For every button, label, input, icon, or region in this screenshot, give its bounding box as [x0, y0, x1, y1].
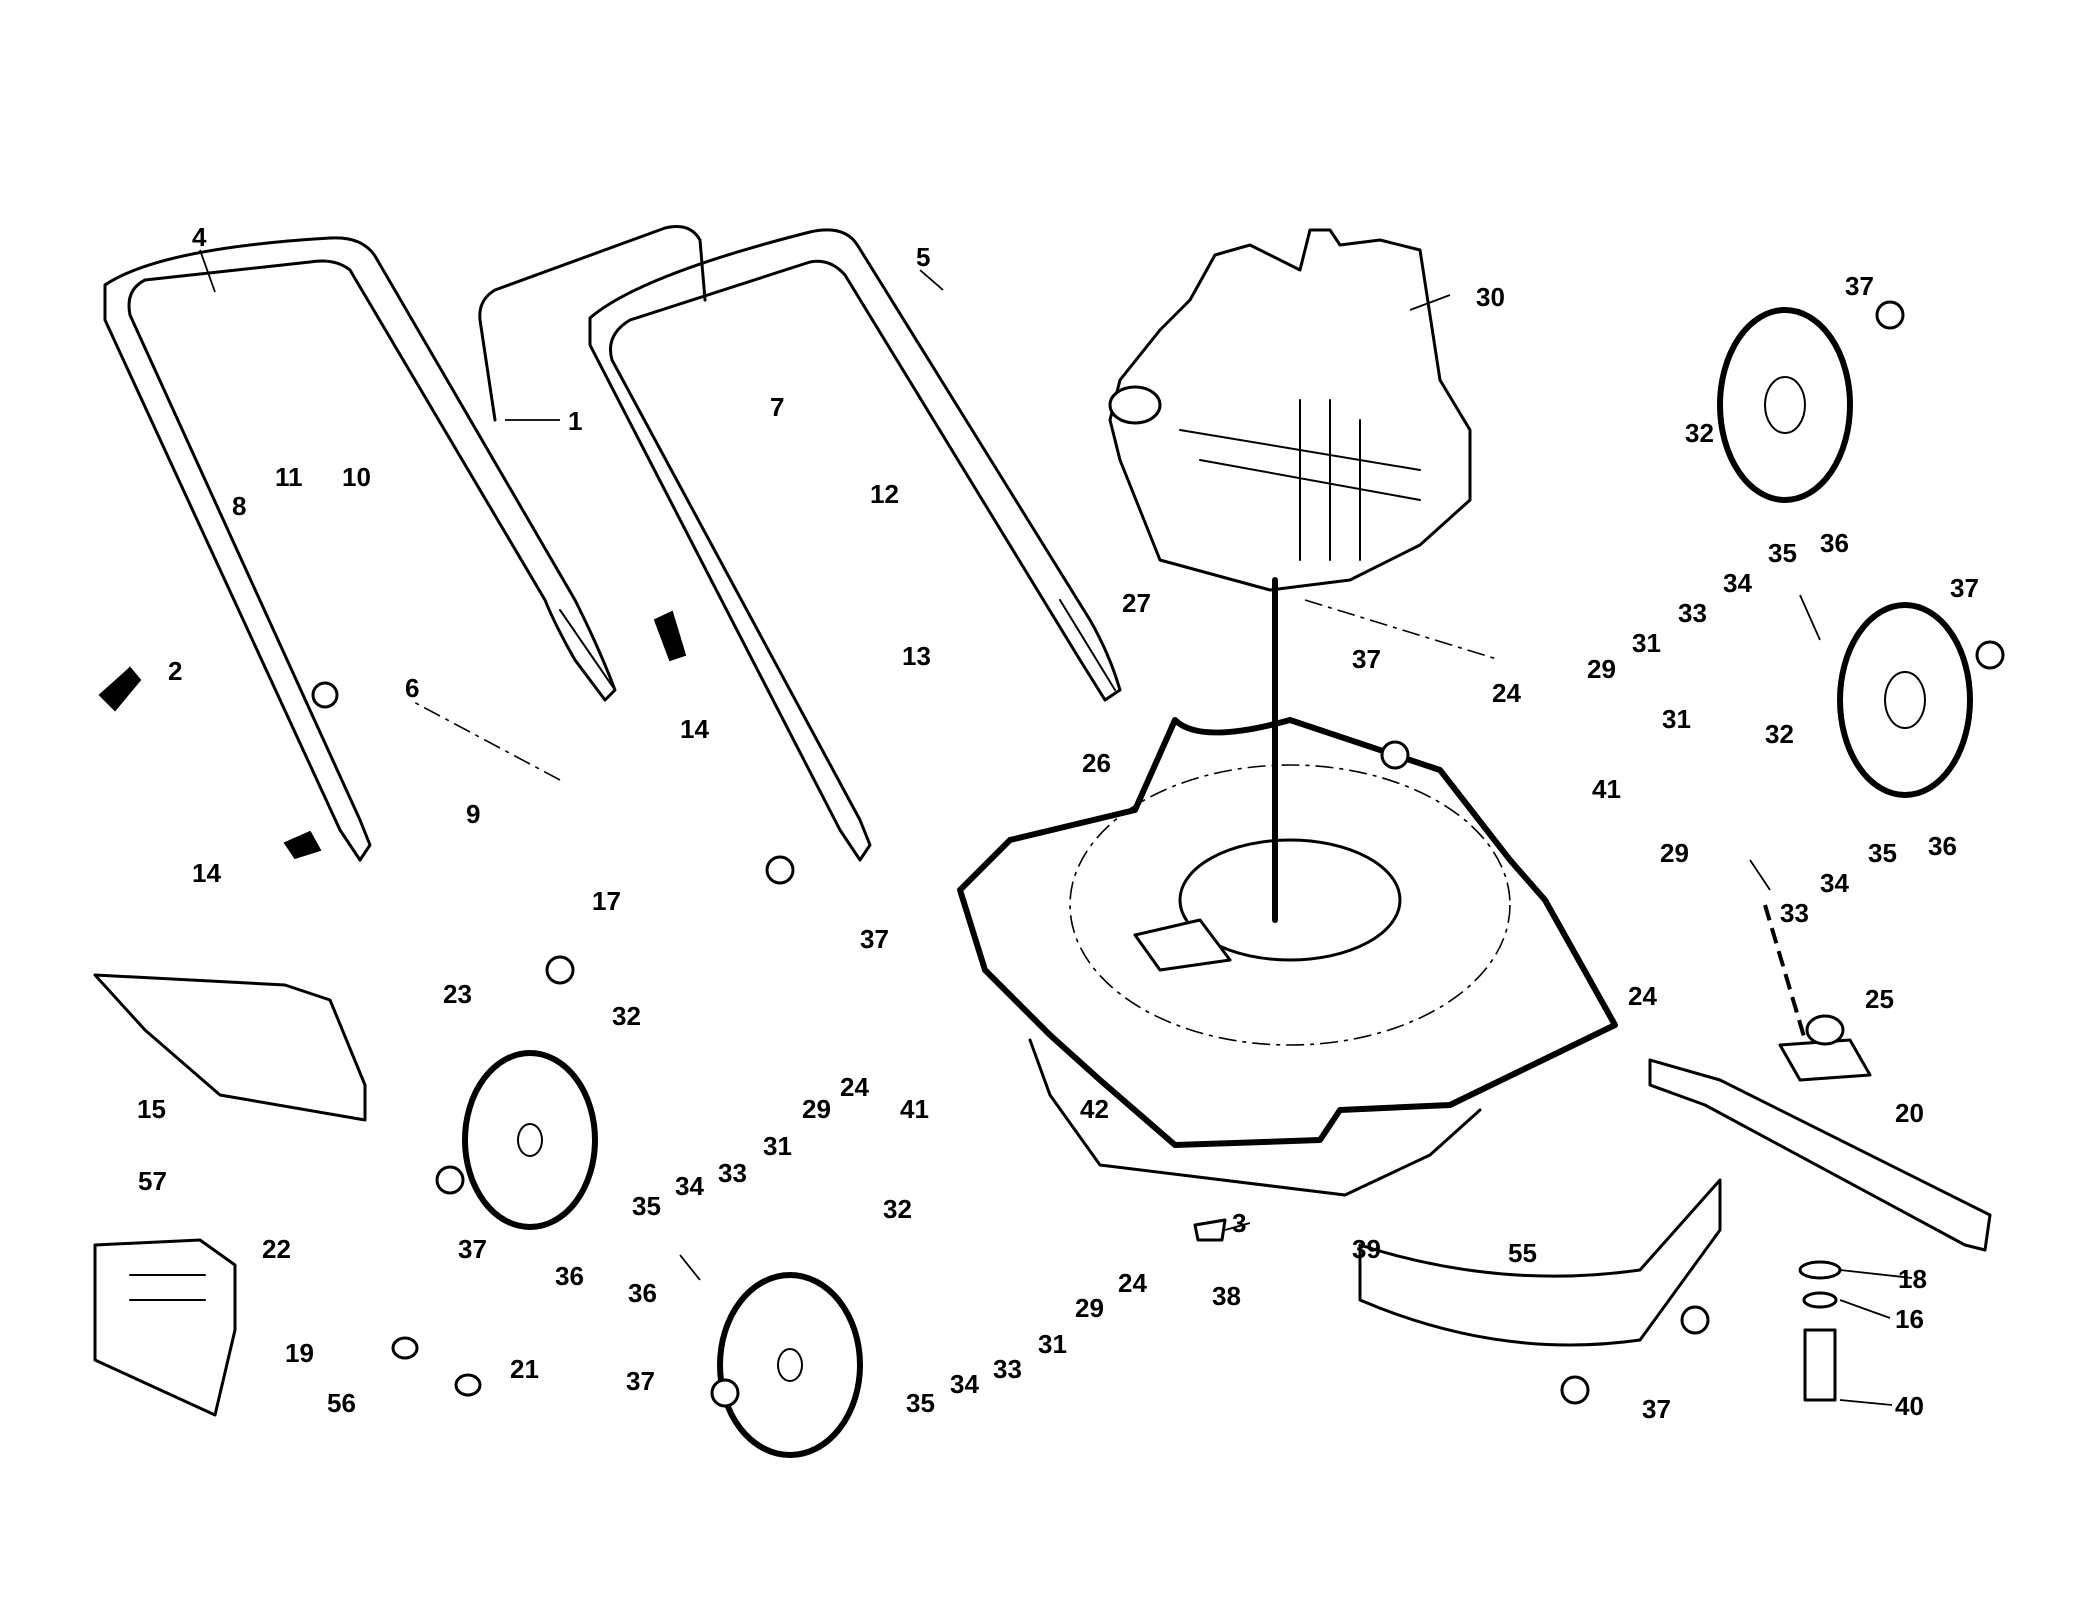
callout-29-c: 29	[802, 1094, 831, 1124]
callout-5: 5	[916, 242, 930, 272]
callout-32-a: 32	[1685, 418, 1714, 448]
mower-deck	[957, 717, 1618, 1197]
callout-15: 15	[137, 1094, 166, 1124]
callout-16: 16	[1895, 1304, 1924, 1334]
callout-14-left: 14	[192, 858, 221, 888]
callout-41-b: 41	[900, 1094, 929, 1124]
callout-36-d: 36	[628, 1278, 657, 1308]
callout-4: 4	[192, 222, 207, 252]
wheel-rear-right	[1717, 307, 1853, 503]
callout-17: 17	[592, 886, 621, 916]
callout-37-e: 37	[458, 1234, 487, 1264]
callout-31-d: 31	[1038, 1329, 1067, 1359]
callout-34-a: 34	[1723, 568, 1752, 598]
callout-30: 30	[1476, 282, 1505, 312]
leader-lines	[199, 249, 1913, 1406]
callout-18: 18	[1898, 1264, 1927, 1294]
callout-11: 11	[275, 462, 303, 492]
callout-39: 39	[1352, 1234, 1381, 1264]
callout-6: 6	[405, 673, 419, 703]
lower-handle-right	[588, 228, 1122, 862]
callout-37-b: 37	[1950, 573, 1979, 603]
callout-20: 20	[1895, 1098, 1924, 1128]
callout-31-b: 31	[1662, 704, 1691, 734]
callout-34-c: 34	[675, 1171, 704, 1201]
callout-29-b: 29	[1660, 838, 1689, 868]
blade-bolt	[1798, 1260, 1842, 1402]
callout-36-c: 36	[555, 1261, 584, 1291]
callout-19: 19	[285, 1338, 314, 1368]
upper-handle-left	[103, 236, 617, 862]
callout-26: 26	[1082, 748, 1111, 778]
callout-37-d: 37	[860, 924, 889, 954]
callout-9: 9	[466, 799, 480, 829]
callout-24-b: 24	[1628, 981, 1657, 1011]
callout-35-d: 35	[906, 1388, 935, 1418]
callout-40: 40	[1895, 1391, 1924, 1421]
callout-37-a: 37	[1845, 271, 1874, 301]
callout-21: 21	[510, 1354, 539, 1384]
callout-35-c: 35	[632, 1191, 661, 1221]
callout-29-d: 29	[1075, 1293, 1104, 1323]
blade	[1648, 1058, 1992, 1252]
callout-35-a: 35	[1768, 538, 1797, 568]
callout-33-b: 33	[1780, 898, 1809, 928]
callout-24-a: 24	[1492, 678, 1521, 708]
hardware	[98, 300, 2005, 1408]
callout-25: 25	[1865, 984, 1894, 1014]
callout-55: 55	[1508, 1238, 1537, 1268]
callout-33-d: 33	[993, 1354, 1022, 1384]
callout-14-right: 14	[680, 714, 709, 744]
callout-34-b: 34	[1820, 868, 1849, 898]
callout-29-a: 29	[1587, 654, 1616, 684]
rear-deflector	[93, 973, 367, 1122]
wheel-front-right	[1837, 602, 1973, 798]
callout-38: 38	[1212, 1281, 1241, 1311]
callout-24-d: 24	[1118, 1268, 1147, 1298]
callout-7: 7	[770, 392, 784, 422]
callout-37-g: 37	[1642, 1394, 1671, 1424]
callout-10: 10	[342, 462, 371, 492]
control-bail	[478, 225, 707, 422]
callout-34-d: 34	[950, 1369, 979, 1399]
callout-36-b: 36	[1928, 831, 1957, 861]
callout-8: 8	[232, 491, 246, 521]
callout-1: 1	[568, 406, 582, 436]
wheel-front-left	[462, 1050, 598, 1230]
callout-41-a: 41	[1592, 774, 1621, 804]
callout-57: 57	[138, 1166, 167, 1196]
callout-2: 2	[168, 656, 182, 686]
callout-32-b: 32	[1765, 719, 1794, 749]
callout-56: 56	[327, 1388, 356, 1418]
callout-31-a: 31	[1632, 628, 1661, 658]
callout-23: 23	[443, 979, 472, 1009]
baffle	[1358, 1178, 1722, 1347]
callout-labels: 1 2 3 4 5 6 7 8 9 10 11 12 13 14 14 15 1…	[137, 222, 1979, 1424]
callout-13: 13	[902, 641, 931, 671]
callout-36-a: 36	[1820, 528, 1849, 558]
callout-12: 12	[870, 479, 899, 509]
side-discharge-plug	[93, 1238, 237, 1417]
wheel-rear-left	[717, 1272, 863, 1458]
callout-32-d: 32	[883, 1194, 912, 1224]
callout-37-c: 37	[1352, 644, 1381, 674]
callout-42: 42	[1080, 1094, 1109, 1124]
callout-32-c: 32	[612, 1001, 641, 1031]
callout-3: 3	[1232, 1208, 1246, 1238]
callout-37-f: 37	[626, 1366, 655, 1396]
callout-33-c: 33	[718, 1158, 747, 1188]
callout-33-a: 33	[1678, 598, 1707, 628]
callout-35-b: 35	[1868, 838, 1897, 868]
callout-22: 22	[262, 1234, 291, 1264]
callout-24-c: 24	[840, 1072, 869, 1102]
callout-27: 27	[1122, 588, 1151, 618]
engine	[1108, 228, 1472, 923]
callout-31-c: 31	[763, 1131, 792, 1161]
blade-adapter	[1778, 1014, 1872, 1082]
